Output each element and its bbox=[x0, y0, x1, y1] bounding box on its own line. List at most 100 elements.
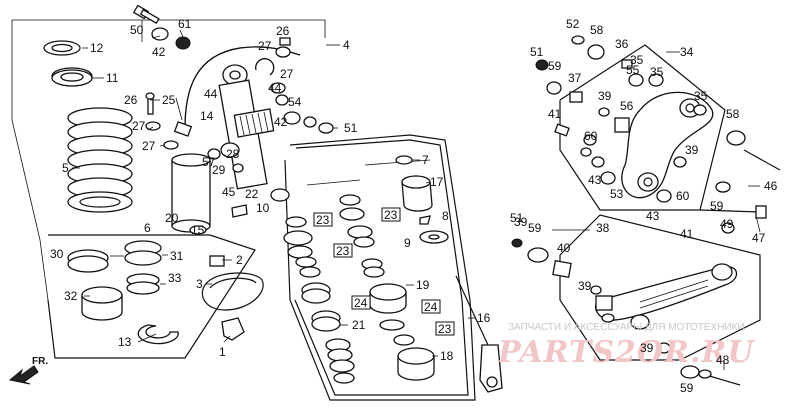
callout: 32 bbox=[64, 289, 78, 303]
callout: 27 bbox=[132, 119, 146, 133]
callout: 56 bbox=[620, 99, 634, 113]
callout: 6 bbox=[144, 221, 151, 235]
callout: 35 bbox=[650, 65, 664, 79]
callout: 60 bbox=[676, 189, 690, 203]
callout: 10 bbox=[256, 201, 270, 215]
callout: 35 bbox=[630, 53, 644, 67]
callout: 13 bbox=[118, 335, 132, 349]
callout: 23 bbox=[336, 244, 350, 258]
callout: 37 bbox=[568, 71, 582, 85]
callout: 23 bbox=[316, 213, 330, 227]
callout: 50 bbox=[130, 23, 144, 37]
callout: 59 bbox=[528, 221, 542, 235]
callout: 54 bbox=[288, 95, 302, 109]
callout: 39 bbox=[598, 89, 612, 103]
callout: 34 bbox=[680, 45, 694, 59]
callout: 60 bbox=[584, 129, 598, 143]
callout: 21 bbox=[352, 318, 366, 332]
callout: 44 bbox=[204, 87, 218, 101]
arrow-icon bbox=[8, 365, 39, 385]
watermark-logo: PARTS2OR.RU bbox=[497, 335, 755, 370]
callout: 51 bbox=[510, 211, 524, 225]
callout: 40 bbox=[557, 241, 571, 255]
callout: 49 bbox=[720, 217, 734, 231]
callout: 22 bbox=[245, 187, 259, 201]
callout: 29 bbox=[212, 163, 226, 177]
callout: 36 bbox=[615, 37, 629, 51]
callout: 39 bbox=[514, 215, 528, 229]
band-and-clamp bbox=[201, 255, 264, 341]
callout: 28 bbox=[226, 147, 240, 161]
callout: 38 bbox=[596, 221, 610, 235]
callout: 42 bbox=[152, 45, 166, 59]
callout: 31 bbox=[170, 249, 184, 263]
callout: 24 bbox=[354, 296, 368, 310]
callout: 19 bbox=[416, 278, 430, 292]
callout: 53 bbox=[610, 187, 624, 201]
callout: 35 bbox=[694, 89, 708, 103]
callout: 44 bbox=[268, 81, 282, 95]
callout: 27 bbox=[142, 139, 156, 153]
callout: 61 bbox=[178, 17, 192, 31]
coil-spring bbox=[67, 107, 133, 213]
callout: 39 bbox=[578, 279, 592, 293]
callout: 18 bbox=[440, 349, 454, 363]
callout: 33 bbox=[168, 271, 182, 285]
callout-numbers: 1 2 3 4 5 6 7 8 9 10 11 12 13 14 15 16 1… bbox=[50, 17, 778, 395]
connecting-rod bbox=[511, 238, 741, 386]
callout: 1 bbox=[219, 345, 226, 359]
callout: 26 bbox=[276, 24, 290, 38]
callout: 9 bbox=[404, 236, 411, 250]
callout: 51 bbox=[530, 45, 544, 59]
callout: 52 bbox=[566, 17, 580, 31]
callout: 58 bbox=[726, 107, 740, 121]
callout: 11 bbox=[106, 71, 119, 85]
callout: 59 bbox=[710, 199, 724, 213]
callout: 41 bbox=[548, 107, 562, 121]
callout: 7 bbox=[422, 153, 429, 167]
callout: 23 bbox=[384, 208, 398, 222]
callout: 41 bbox=[680, 227, 694, 241]
callout: 59 bbox=[680, 381, 694, 395]
callout: 14 bbox=[200, 109, 214, 123]
callout: 48 bbox=[716, 353, 730, 367]
callout: 58 bbox=[590, 23, 604, 37]
callout: 3 bbox=[196, 277, 203, 291]
callout: 57 bbox=[202, 155, 216, 169]
callout: 47 bbox=[752, 231, 766, 245]
callout: 8 bbox=[442, 209, 449, 223]
callout: 45 bbox=[222, 185, 236, 199]
callout: 59 bbox=[548, 59, 562, 73]
callout: 25 bbox=[162, 93, 176, 107]
threaded-collar bbox=[233, 108, 275, 138]
callout: 46 bbox=[764, 179, 778, 193]
callout: 55 bbox=[626, 63, 640, 77]
shock-absorber-body bbox=[132, 4, 334, 235]
callout: 39 bbox=[685, 143, 699, 157]
callout: 43 bbox=[588, 173, 602, 187]
callout: 12 bbox=[90, 41, 104, 55]
callout: 2 bbox=[236, 253, 243, 267]
callout: 4 bbox=[343, 38, 350, 52]
callout: 27 bbox=[280, 67, 294, 81]
damper-internals bbox=[283, 155, 503, 393]
callout: 20 bbox=[165, 211, 179, 225]
spring-assembly bbox=[43, 40, 179, 345]
watermark-caption: ЗАПЧАСТИ И АКСЕССУАРЫ ДЛЯ МОТОТЕХНИКИ bbox=[508, 322, 745, 333]
callout: 24 bbox=[424, 300, 438, 314]
callout: 27 bbox=[258, 39, 272, 53]
callout: 43 bbox=[646, 209, 660, 223]
callout: 5 bbox=[62, 161, 69, 175]
callout: 39 bbox=[640, 341, 654, 355]
callout: 16 bbox=[477, 311, 491, 325]
direction-label: FR. bbox=[32, 356, 48, 367]
callout: 15 bbox=[191, 223, 205, 237]
callout: 23 bbox=[438, 322, 452, 336]
shock-arm bbox=[535, 35, 781, 234]
callout: 17 bbox=[430, 175, 444, 189]
callout: 51 bbox=[344, 121, 358, 135]
watermark: PARTS2OR.RU ЗАПЧАСТИ И АКСЕССУАРЫ ДЛЯ МО… bbox=[497, 322, 755, 370]
callout: 42 bbox=[274, 115, 288, 129]
